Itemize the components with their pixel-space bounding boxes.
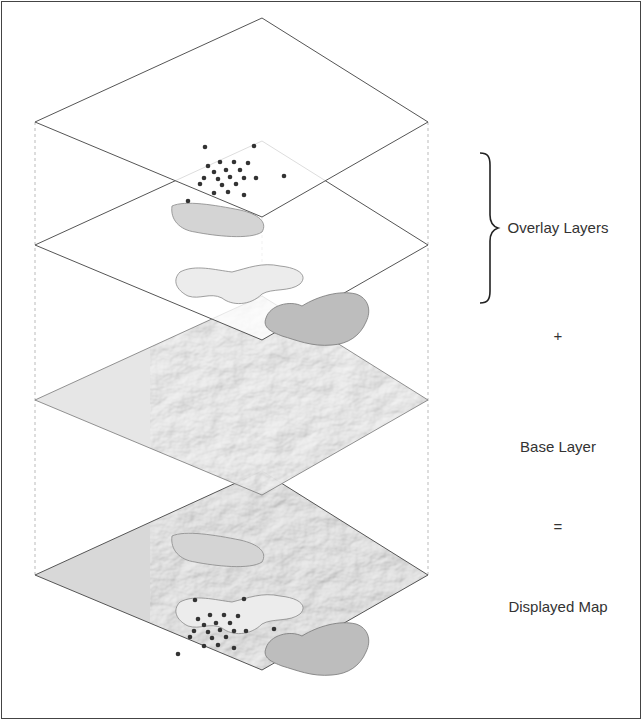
- layer-label: Base Layer: [520, 438, 596, 456]
- layer-label: Displayed Map: [508, 598, 607, 616]
- group-label: Overlay Layers: [508, 219, 609, 237]
- operator-symbol: =: [554, 518, 563, 536]
- overlay-bracket: [480, 153, 498, 303]
- operator-symbol: +: [554, 327, 563, 345]
